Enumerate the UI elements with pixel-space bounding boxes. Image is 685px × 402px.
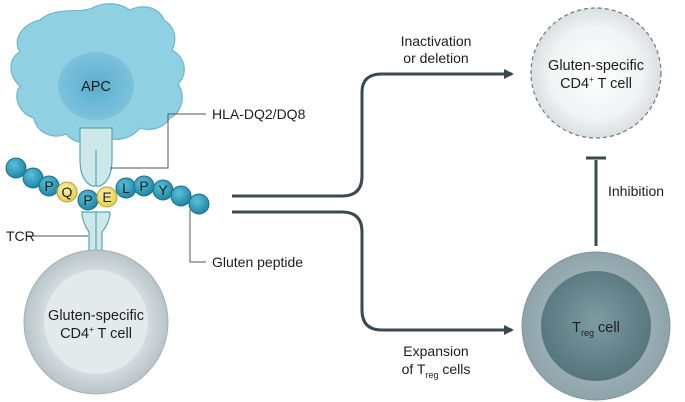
- peptide-residue-label: P: [44, 178, 53, 194]
- peptide-residue-label: L: [122, 180, 130, 196]
- arrow-bottom-label-line2: of Treg cells: [402, 361, 471, 380]
- gluten-peptide-label: Gluten peptide: [212, 254, 303, 270]
- peptide-residue-label: P: [83, 192, 92, 208]
- peptide-bead: [188, 193, 210, 215]
- peptide-bead: [170, 185, 192, 207]
- peptide-bead-q: [56, 181, 78, 203]
- hla-leader-line: [110, 113, 206, 169]
- peptide-residue-label: Q: [62, 184, 73, 200]
- t-cell-left-label-line1: Gluten-specific: [48, 308, 144, 324]
- peptide-bead-e: [96, 186, 118, 208]
- t-cell-right: [530, 7, 662, 139]
- t-cell-left-label-line2: CD4+ T cell: [60, 325, 132, 342]
- hla-label: HLA-DQ2/DQ8: [212, 106, 306, 122]
- arrow-bottom-label-line1: Expansion: [403, 343, 468, 359]
- peptide-residue-label: P: [139, 178, 148, 194]
- gluten-peptide-leader-line: [189, 210, 206, 263]
- inhibition-label: Inhibition: [608, 183, 664, 199]
- t-cell-left-nucleus: [44, 270, 148, 374]
- t-cell-right-label-line2: CD4+ T cell: [560, 75, 632, 92]
- arrow-top-label-line2: or deletion: [403, 50, 468, 66]
- tcr-label: TCR: [6, 228, 35, 244]
- arrow-inactivation: [232, 69, 514, 198]
- gluten-peptide-chain: P Q P E L P Y: [5, 157, 210, 215]
- apc-label: APC: [81, 79, 111, 95]
- peptide-bead: [5, 157, 27, 179]
- treg-cell-label: Treg cell: [572, 320, 620, 338]
- arrow-top-label-line1: Inactivation: [401, 33, 472, 49]
- treg-cell-nucleus: [541, 271, 651, 381]
- apc-nucleus: [58, 52, 134, 120]
- peptide-residue-label: Y: [158, 182, 168, 198]
- peptide-residue-label: E: [102, 189, 111, 205]
- arrow-expansion: [232, 210, 514, 335]
- t-cell-right-label-line1: Gluten-specific: [548, 58, 644, 74]
